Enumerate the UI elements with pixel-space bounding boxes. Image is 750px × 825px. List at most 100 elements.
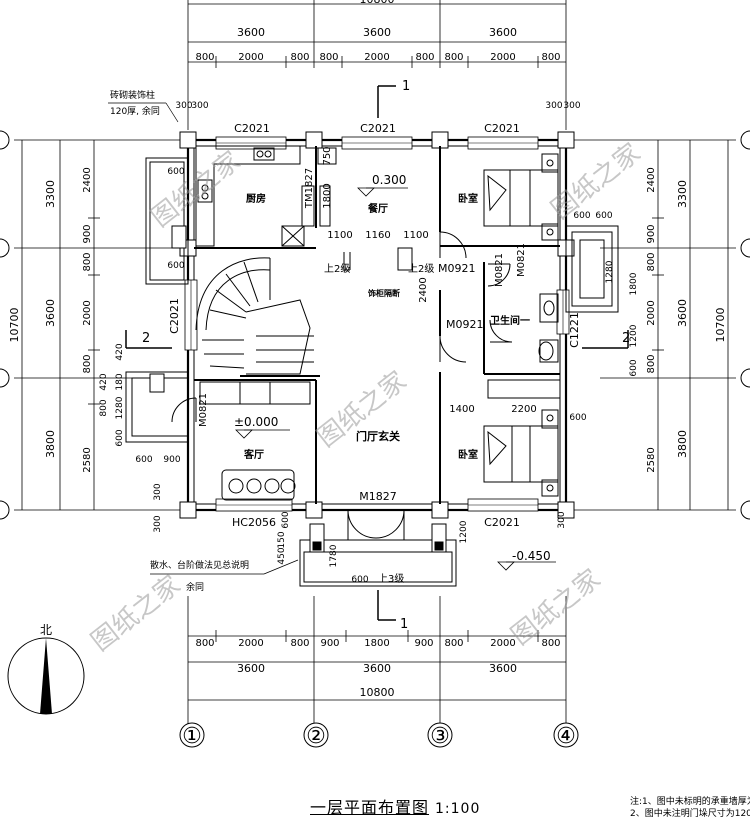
dim-top-seg: 800 — [444, 52, 463, 63]
room-kitchen: 厨房 — [246, 192, 266, 205]
dim-top-total: 10800 — [360, 0, 395, 6]
note-top-left-1: 砖砌装饰柱 — [110, 89, 155, 101]
dim-left-inner: 1280 — [115, 396, 125, 419]
room-bathroom: 卫生间一 — [490, 314, 530, 327]
note-line-2: 2、图中未注明门垛尺寸为120或贴 — [630, 809, 750, 819]
axis-label-2: ② — [306, 724, 326, 749]
elevation-outdoor: -0.450 — [512, 549, 551, 563]
dim-bottom-seg: 800 — [444, 638, 463, 649]
elevation-dining: 0.300 — [372, 173, 406, 187]
dim-inner: 1780 — [329, 544, 339, 567]
section-mark-left — [125, 330, 172, 349]
dim-left-inner: 420 — [99, 373, 109, 390]
dim-right-seg: 800 — [646, 354, 657, 373]
bed-upper — [483, 153, 559, 241]
step-label: 上2级 — [324, 263, 350, 275]
dim-inner: 1800 — [322, 183, 333, 208]
dim-top-seg: 800 — [195, 52, 214, 63]
door-label: M0921 — [438, 262, 476, 275]
axis-label-1: ① — [182, 724, 202, 749]
window-label: HC2056 — [232, 516, 276, 529]
room-living: 客厅 — [243, 448, 264, 461]
bed-lower — [483, 409, 559, 497]
north-arrow — [7, 637, 85, 715]
window-label: C1221 — [568, 312, 581, 348]
note-line-1: 注:1、图中未标明的承重墙厚为240, — [630, 797, 750, 807]
dim-right-inner: 600 — [629, 359, 639, 376]
dim-top-bay-2: 3600 — [363, 26, 391, 39]
window-mullions — [190, 142, 564, 506]
dim-left-seg: 2400 — [82, 167, 93, 192]
north-label: 北 — [40, 623, 52, 637]
section-mark-right — [582, 330, 629, 349]
elevation-marks — [235, 187, 556, 571]
door-label: M0821 — [198, 393, 209, 427]
dim-inner: 600 — [281, 511, 291, 528]
door-label-tm1827: TM1827 — [304, 168, 315, 209]
dim-inner: 450 — [277, 547, 287, 564]
dining-fixtures — [317, 147, 413, 271]
dim-left-seg: 2580 — [82, 447, 93, 472]
dim-inner: 2400 — [418, 277, 429, 302]
interior-walls — [194, 146, 560, 504]
dim-top-seg: 800 — [290, 52, 309, 63]
room-bedroom-upper: 卧室 — [458, 192, 478, 205]
dim-left-seg: 2000 — [82, 300, 93, 325]
dim-top-small: 300 — [191, 101, 208, 111]
right-dimensions — [566, 139, 736, 511]
note-top-left-2: 120厚, 余同 — [110, 105, 160, 117]
note-bottom-left-1: 散水、台阶做法见总说明 — [150, 559, 249, 571]
dim-bottom-seg: 800 — [541, 638, 560, 649]
notes: 注:1、图中未标明的承重墙厚为240, 2、图中未注明门垛尺寸为120或贴 — [630, 796, 750, 820]
dim-inner: 600 — [351, 575, 368, 585]
doors — [171, 185, 513, 540]
window-label: C2021 — [360, 122, 396, 135]
dim-left-inner: 180 — [115, 373, 125, 390]
dim-left-inner: 900 — [163, 455, 180, 465]
dim-left-seg: 800 — [82, 252, 93, 271]
dim-top-small: 300 — [175, 101, 192, 111]
dim-right-inner: 1200 — [629, 324, 639, 347]
dim-left-inner: 600 — [167, 167, 184, 177]
living-fixtures — [199, 381, 311, 501]
label-partition: 饰柜隔断 — [368, 288, 400, 298]
dim-left-inner: 420 — [115, 343, 125, 360]
dim-top-seg: 800 — [541, 52, 560, 63]
dim-bottom-seg: 2000 — [490, 638, 515, 649]
door-label: M1827 — [359, 490, 397, 503]
step-label: 上3级 — [378, 573, 404, 585]
hall-partition — [343, 252, 351, 271]
dim-left-bay-1: 3300 — [44, 180, 57, 208]
dim-inner: 150 — [277, 531, 287, 548]
door-label: M0921 — [446, 318, 484, 331]
step-label: 上2级 — [408, 263, 434, 275]
dim-top-seg: 2000 — [238, 52, 263, 63]
door-label: M0821 — [494, 253, 505, 287]
dim-inner: 1160 — [365, 230, 390, 241]
elevation-living: ±0.000 — [234, 415, 278, 429]
section-label-1-top: 1 — [402, 79, 410, 94]
dim-right-seg: 2000 — [646, 300, 657, 325]
section-mark-top — [377, 85, 396, 118]
dim-bottom-bay-2: 3600 — [363, 662, 391, 675]
dim-left-inner: 300 — [153, 483, 163, 500]
dim-bottom-bay-3: 3600 — [489, 662, 517, 675]
dim-top-small: 300 — [563, 101, 580, 111]
drawing-title-text: 一层平面布置图 — [310, 798, 430, 817]
dim-bottom-seg: 900 — [320, 638, 339, 649]
dim-right-seg: 900 — [646, 224, 657, 243]
bottom-dimensions — [187, 596, 567, 724]
left-porch-lower — [125, 371, 189, 443]
room-bedroom-lower: 卧室 — [458, 448, 478, 461]
window-label: C2021 — [484, 122, 520, 135]
top-dimensions — [187, 0, 567, 130]
dim-left-inner: 600 — [115, 429, 125, 446]
dim-inner: 2200 — [511, 404, 536, 415]
dim-bottom-seg: 900 — [414, 638, 433, 649]
axis-label-4: ④ — [556, 724, 576, 749]
dim-inner: 1100 — [403, 230, 428, 241]
dim-right-bay-2: 3600 — [676, 299, 689, 327]
dim-right-seg: 2400 — [646, 167, 657, 192]
dim-top-small: 300 — [545, 101, 562, 111]
